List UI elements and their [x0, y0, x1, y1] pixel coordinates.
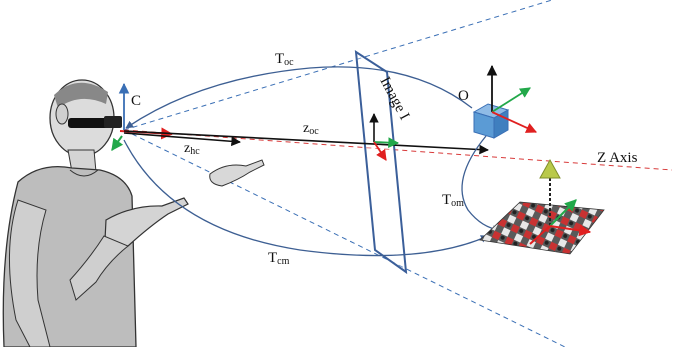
image-frame	[369, 113, 400, 161]
textured-marker-icon	[479, 201, 605, 255]
marker-z-axis	[549, 199, 577, 227]
object-cube-icon	[472, 103, 510, 139]
hand-icon	[209, 159, 265, 187]
camera-frustum	[123, 0, 566, 347]
z-oc-label: zoc	[303, 121, 319, 137]
marker-x-axis	[549, 224, 592, 237]
image-x-axis	[373, 141, 387, 161]
t-oc-curve	[125, 66, 473, 129]
z-oc-arrow	[123, 130, 489, 155]
camera-z-axis	[111, 135, 124, 151]
t-om-curve	[461, 135, 501, 234]
t-oc-label: Toc	[275, 51, 294, 68]
image-plane	[354, 50, 408, 275]
z-hc-label: zhc	[184, 141, 200, 157]
z-axis-label: Z Axis	[597, 150, 638, 166]
frustum-lower-line	[123, 129, 566, 347]
object-x-axis	[491, 111, 537, 133]
marker-frame	[529, 158, 592, 245]
marker-up-arrow	[539, 158, 561, 179]
marker-x-axis-neg	[529, 225, 551, 245]
object-label: O	[458, 88, 469, 104]
z-axis-line	[123, 129, 673, 171]
object-frame	[486, 64, 537, 133]
frustum-upper-line	[123, 0, 553, 131]
t-cm-curve	[123, 139, 489, 257]
t-om-label: Tom	[442, 192, 464, 209]
image-z-axis	[373, 137, 400, 148]
z-hc-arrow	[123, 132, 241, 147]
camera-label: C	[131, 93, 141, 109]
t-cm-label: Tcm	[268, 250, 290, 267]
object-z-axis	[491, 87, 531, 113]
person-with-headset-icon	[2, 79, 189, 347]
